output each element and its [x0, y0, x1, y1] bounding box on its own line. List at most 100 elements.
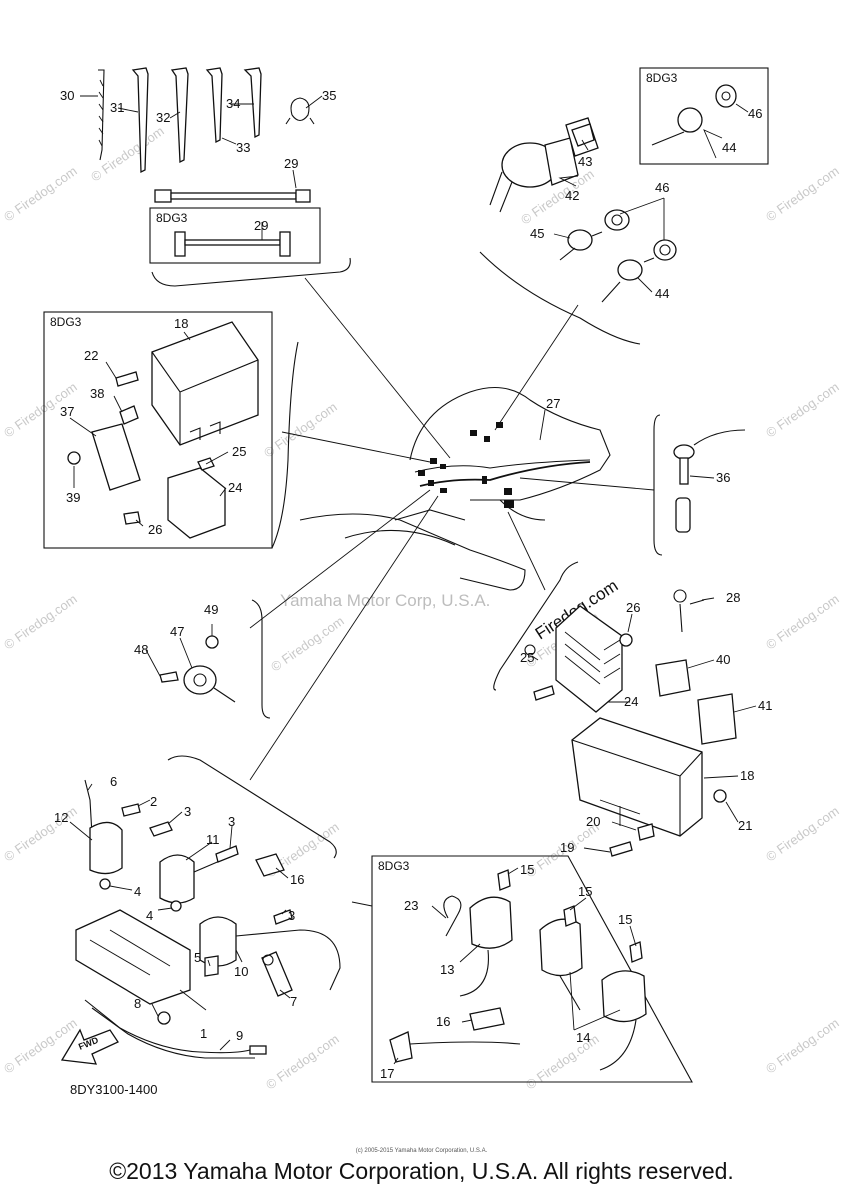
part-number-21: 21: [738, 818, 752, 833]
coil-14: [539, 918, 583, 977]
cap-16: [255, 853, 285, 877]
leader-lines: [69, 95, 757, 1065]
bolt-25: [524, 644, 536, 656]
part-number-44: 44: [722, 140, 736, 155]
bolt-48: [159, 671, 179, 683]
clamp-group: 8DG3: [98, 67, 351, 287]
model-tag-8dg3: 8DG3: [156, 211, 188, 225]
nut-4: [170, 900, 182, 912]
part-number-30: 30: [60, 88, 74, 103]
ignition-group: FWD: [60, 755, 341, 1065]
part-number-33: 33: [236, 140, 250, 155]
watermark: © Firedog.com: [268, 613, 347, 674]
switch-group: 8DG3: [479, 67, 769, 345]
switch-44-box: [677, 107, 703, 133]
part-number-6: 6: [110, 774, 117, 789]
plug-cap-17: [389, 1031, 413, 1063]
bolt-15: [497, 869, 511, 891]
nut-8: [157, 1011, 171, 1025]
nut-39: [67, 451, 81, 465]
coil-12: [89, 821, 123, 875]
part-number-38: 38: [90, 386, 104, 401]
watermark: © Firedog.com: [1, 1015, 80, 1076]
part-number-46: 46: [655, 180, 669, 195]
pointer-lines: [249, 277, 655, 781]
part-number-29: 29: [254, 218, 268, 233]
part-number-14: 14: [576, 1030, 590, 1045]
bolt-2: [121, 803, 141, 817]
regulator-37: [91, 423, 141, 491]
bolt-3: [149, 821, 173, 837]
model-tag-8dg3: 8DG3: [378, 859, 410, 873]
part-number-24: 24: [624, 694, 638, 709]
strap-34: [243, 67, 262, 139]
wire-9: [84, 999, 251, 1054]
collar-5: [204, 955, 219, 977]
part-number-23: 23: [404, 898, 418, 913]
coil-11: [159, 854, 195, 904]
part-number-42: 42: [565, 188, 579, 203]
harness-bar-29: [170, 192, 297, 200]
nut-26: [619, 633, 633, 647]
bolt-38: [119, 405, 139, 425]
part-number-4: 4: [134, 884, 141, 899]
part-number-2: 2: [150, 794, 157, 809]
part-number-46: 46: [748, 106, 762, 121]
bracket-1: [75, 909, 191, 1005]
unit-24: [167, 467, 226, 539]
switch-45: [567, 229, 593, 251]
switch-44: [617, 259, 643, 281]
center-watermark: Yamaha Motor Corp, U.S.A.: [280, 591, 490, 610]
nut-26: [123, 511, 141, 525]
nut-46: [604, 209, 630, 231]
part-number-16: 16: [436, 1014, 450, 1029]
part-number-28: 28: [726, 590, 740, 605]
part-number-22: 22: [84, 348, 98, 363]
rectifier-group: [493, 561, 737, 857]
part-number-7: 7: [290, 994, 297, 1009]
relay-40: [655, 659, 691, 697]
model-tag-8dg3: 8DG3: [50, 315, 82, 329]
part-number-20: 20: [586, 814, 600, 829]
snowmobile-body: [299, 387, 611, 591]
part-number-47: 47: [170, 624, 184, 639]
nut-49: [205, 635, 219, 649]
part-number-8: 8: [134, 996, 141, 1011]
watermark: © Firedog.com: [763, 591, 842, 652]
part-number-49: 49: [204, 602, 218, 617]
part-number-35: 35: [322, 88, 336, 103]
part-number-39: 39: [66, 490, 80, 505]
nut-4: [99, 878, 111, 890]
part-number-27: 27: [546, 396, 560, 411]
plug-36: [673, 444, 695, 460]
part-number-18: 18: [740, 768, 754, 783]
watermark: © Firedog.com: [763, 1015, 842, 1076]
bolt-3: [273, 909, 293, 925]
part-number-15: 15: [578, 884, 592, 899]
part-number-12: 12: [54, 810, 68, 825]
model-tag-8dg3: 8DG3: [646, 71, 678, 85]
plug-group: [653, 414, 746, 556]
coil-13: [469, 896, 513, 949]
bolt-22: [115, 371, 139, 387]
sensor-47: [183, 665, 217, 695]
watermark: © Firedog.com: [263, 1031, 342, 1092]
clip-35: [285, 97, 315, 125]
rectifier-24: [555, 605, 623, 713]
part-number-44: 44: [655, 286, 669, 301]
watermark: © Firedog.com: [261, 399, 340, 460]
strap-31: [131, 67, 149, 174]
part-number-40: 40: [716, 652, 730, 667]
part-number-34: 34: [226, 96, 240, 111]
part-number-10: 10: [234, 964, 248, 979]
part-number-19: 19: [560, 840, 574, 855]
wire-harness-27: [419, 461, 591, 487]
strap-32: [170, 67, 189, 164]
terminal-28: [673, 589, 687, 603]
cdi-unit-18: [571, 717, 703, 837]
drawing-code: 8DY3100-1400: [70, 1082, 158, 1097]
sensor-group: [159, 599, 271, 719]
part-number-32: 32: [156, 110, 170, 125]
watermark: © Firedog.com: [763, 379, 842, 440]
